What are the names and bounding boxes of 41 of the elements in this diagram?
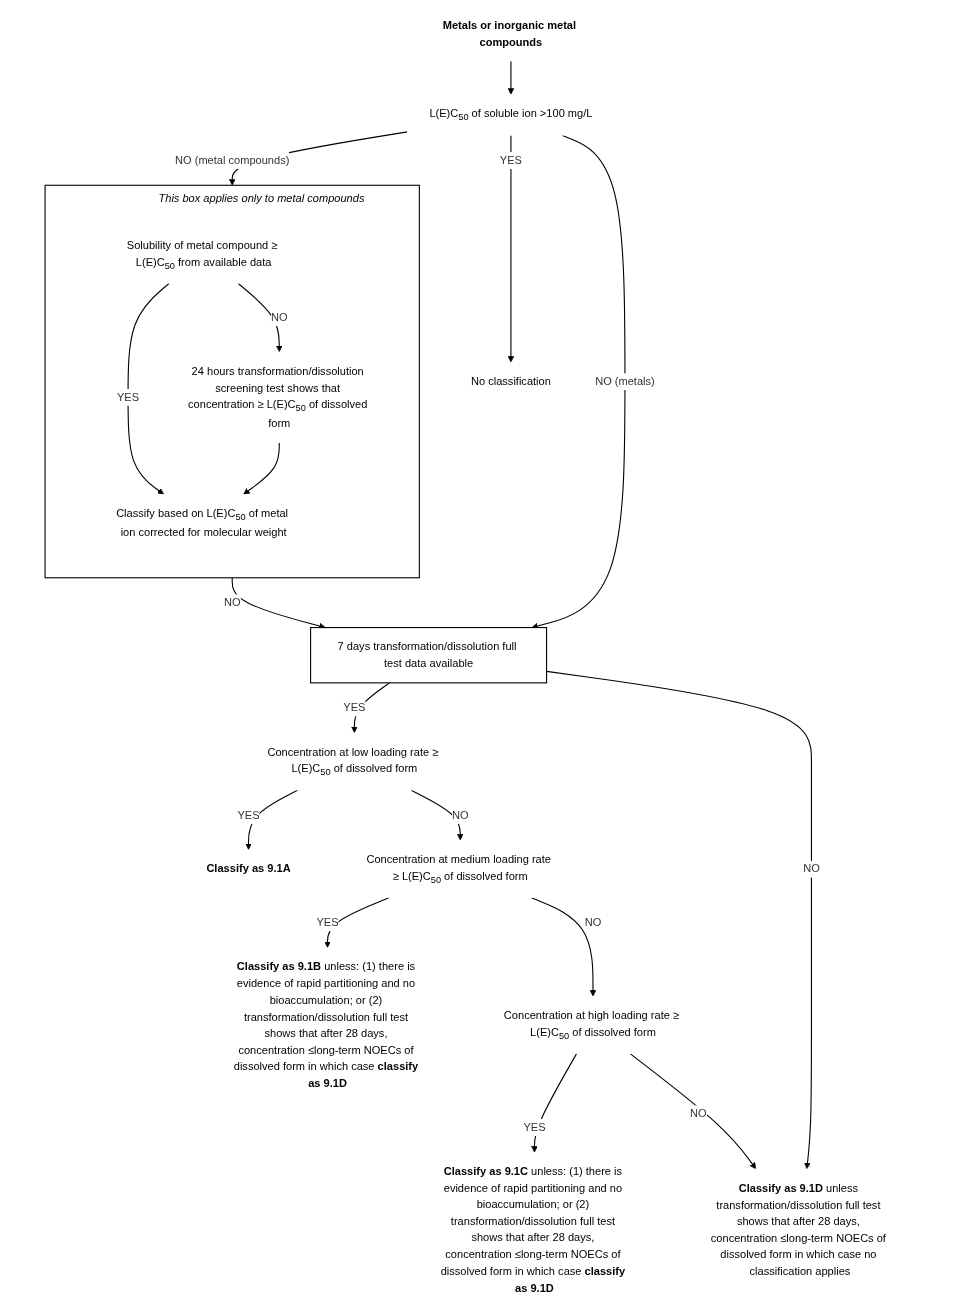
node-text: Classify based on L(E)C$_{50}$ of metal ion corrected for molecular weight	[116, 506, 289, 539]
arrow	[531, 1053, 578, 1153]
arrow	[127, 283, 170, 495]
arrow	[410, 789, 464, 841]
edge-label: NO	[223, 595, 241, 609]
edge-label: YES	[316, 915, 339, 929]
node-text: Concentration at low loading rate ≥ L(E)C$_{50}$ of dissolved form	[267, 745, 439, 778]
arrow	[324, 897, 390, 948]
edge-label: NO	[270, 310, 288, 324]
edge-label: YES	[116, 390, 140, 403]
edge-label: YES	[237, 808, 260, 821]
arrow	[507, 134, 515, 363]
edge-label: NO	[451, 808, 469, 821]
node-text: Classify as 9.1A	[206, 862, 291, 875]
arrow	[243, 442, 280, 495]
node-text: Classify as 9.1D unless transformation/dissolution full test shows that after 28 days, concentration ≤long-term NOECs of dissolved form in which case no classification applies	[710, 1181, 886, 1277]
arrow	[245, 789, 299, 850]
edge-label: YES	[523, 1120, 546, 1134]
node-text: L(E)C$_{50}$ of soluble ion >100 mg/L	[429, 106, 593, 123]
node-text: Concentration at medium loading rate ≥ L(E)C$_{50}$ of dissolved form	[366, 852, 551, 885]
node-text: Concentration at high loading rate ≥ L(E)C$_{50}$ of dissolved form	[503, 1008, 680, 1041]
edge-label: NO (metal compounds)	[175, 153, 290, 167]
edge-label: NO	[803, 862, 820, 875]
edge-label: NO	[584, 915, 602, 929]
node-text: 24 hours transformation/dissolution screening test shows that concentration ≥ L(E)C$_{50}$ of dissolved form	[188, 364, 368, 429]
node-text: Classify as 9.1C unless: (1) there is evidence of rapid partitioning and no bioaccumulation; or (2) transformation/dissolution full test shows that after 28 days, concentration ≤long-term NOECs of dissolved form in which case classify as 9.1D	[440, 1164, 626, 1294]
node-box: 7 days transformation/dissolution full test data available	[310, 627, 548, 684]
node-text: Metals or inorganic metal compounds	[442, 18, 577, 48]
node-text: No classification	[470, 374, 551, 388]
arrow	[629, 1053, 757, 1170]
arrow	[530, 897, 597, 997]
arrow	[507, 60, 515, 95]
edge-label: YES	[499, 153, 522, 167]
node-text: Solubility of metal compound ≥ L(E)C$_{50}$ from available data	[126, 238, 278, 271]
edge-label: NO	[690, 1106, 707, 1120]
arrow	[351, 682, 391, 733]
node-text: Classify as 9.1B unless: (1) there is evidence of rapid partitioning and no bioaccumulation; or (2) transformation/dissolution full test shows that after 28 days, concentration ≤long-term NOECs of dissolved form in which case classify as 9.1D	[233, 960, 419, 1089]
arrow	[237, 283, 283, 353]
edge-label: NO (metals)	[595, 374, 655, 388]
edge-label: YES	[343, 700, 366, 714]
arrow	[546, 670, 812, 1170]
